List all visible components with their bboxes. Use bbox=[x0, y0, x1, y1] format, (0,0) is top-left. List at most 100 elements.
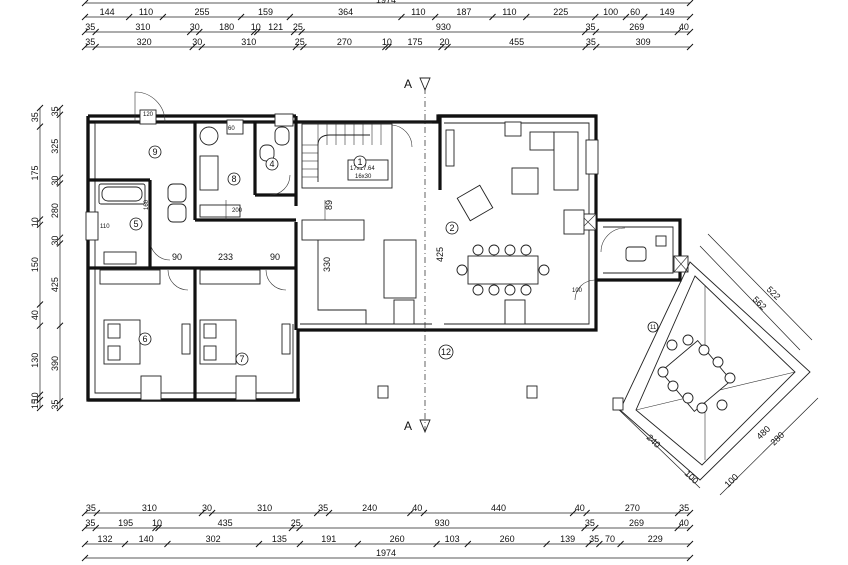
dim-label: 40 bbox=[412, 503, 422, 513]
dim-label: 175 bbox=[407, 37, 422, 47]
dim-label: 260 bbox=[500, 534, 515, 544]
dim-label: 35 bbox=[85, 37, 95, 47]
dim-425: 425 bbox=[435, 247, 445, 262]
dim-90a: 90 bbox=[172, 252, 182, 262]
dim-label: 364 bbox=[338, 7, 353, 17]
dim-label: 149 bbox=[660, 7, 675, 17]
dim-label: 35 bbox=[85, 518, 95, 528]
dim-label: 309 bbox=[636, 37, 651, 47]
staircase: 17x17.64 16x30 bbox=[301, 123, 413, 189]
dim-233: 233 bbox=[218, 252, 233, 262]
room-label-7: 7 bbox=[239, 354, 244, 364]
dim-label: 260 bbox=[390, 534, 405, 544]
dim-label: 180 bbox=[219, 22, 234, 32]
win-120: 120 bbox=[143, 112, 154, 118]
section-mark-top: A bbox=[404, 77, 412, 91]
dim-label: 35 bbox=[679, 503, 689, 513]
dim-label: 60 bbox=[630, 7, 640, 17]
dim-90b: 90 bbox=[270, 252, 280, 262]
dim-label: 121 bbox=[268, 22, 283, 32]
dim-label: 140 bbox=[139, 534, 154, 544]
dim-diag-522: 522 bbox=[765, 284, 783, 302]
dim-label: 187 bbox=[456, 7, 471, 17]
dim-top-total: 1974 bbox=[376, 0, 396, 5]
dim-label: 270 bbox=[337, 37, 352, 47]
section-mark-bottom: A bbox=[404, 419, 412, 433]
dim-label-left: 30 bbox=[50, 236, 60, 246]
dim-label: 35 bbox=[586, 37, 596, 47]
room-label-8: 8 bbox=[231, 174, 236, 184]
room-label-12: 12 bbox=[441, 347, 451, 357]
dim-label: 40 bbox=[679, 518, 689, 528]
dim-label: 110 bbox=[411, 7, 425, 17]
room-label-9: 9 bbox=[152, 147, 157, 157]
room-7 bbox=[199, 269, 291, 365]
east-annex bbox=[579, 213, 689, 282]
dim-label-left: 35 bbox=[30, 112, 40, 122]
dim-label: 35 bbox=[85, 22, 95, 32]
dim-160: 160 bbox=[144, 199, 150, 210]
dim-label: 930 bbox=[435, 518, 450, 528]
dim-label-left: 390 bbox=[50, 356, 60, 371]
dim-label: 270 bbox=[625, 503, 640, 513]
dim-label-left: 10 bbox=[30, 217, 40, 227]
dim-label: 35 bbox=[318, 503, 328, 513]
dim-diag-100a: 100 bbox=[683, 468, 701, 486]
room-8 bbox=[199, 200, 241, 220]
room-4 bbox=[259, 126, 291, 196]
dim-label: 35 bbox=[585, 518, 595, 528]
dim-label: 225 bbox=[553, 7, 568, 17]
dim-diag-240: 240 bbox=[645, 432, 663, 450]
dim-89: 89 bbox=[324, 200, 334, 210]
dim-label: 25 bbox=[295, 37, 305, 47]
dim-label: 440 bbox=[491, 503, 506, 513]
room-label-6: 6 bbox=[142, 334, 147, 344]
dim-label: 70 bbox=[605, 534, 615, 544]
terrace-12 bbox=[377, 385, 624, 411]
room-6: 233 90 90 bbox=[99, 252, 280, 365]
dim-label-left: 35 bbox=[50, 106, 60, 116]
dim-label: 455 bbox=[509, 37, 524, 47]
section-line-a: A A bbox=[404, 77, 431, 434]
dim-label-left: 15 bbox=[30, 399, 40, 409]
dim-label-left: 425 bbox=[50, 277, 60, 292]
dim-label-left: 130 bbox=[30, 353, 40, 368]
dim-label: 135 bbox=[272, 534, 287, 544]
room-2: 425 bbox=[435, 129, 596, 301]
dim-label-left: 30 bbox=[50, 176, 60, 186]
room-label-1: 1 bbox=[357, 157, 362, 167]
dim-diag-100b: 100 bbox=[722, 472, 740, 490]
win-200: 200 bbox=[232, 208, 243, 214]
dim-label: 100 bbox=[603, 7, 618, 17]
windows: 120 110 100 200 60 160 bbox=[85, 109, 599, 401]
dim-label: 35 bbox=[585, 22, 595, 32]
dim-label: 110 bbox=[139, 7, 153, 17]
room-label-4: 4 bbox=[269, 159, 274, 169]
dim-label: 144 bbox=[100, 7, 115, 17]
dim-diag-562: 562 bbox=[751, 294, 769, 312]
dim-label: 30 bbox=[192, 37, 202, 47]
dim-label: 269 bbox=[629, 518, 644, 528]
dim-label: 139 bbox=[560, 534, 575, 544]
dim-label: 240 bbox=[362, 503, 377, 513]
dim-label: 195 bbox=[118, 518, 133, 528]
dim-label: 30 bbox=[202, 503, 212, 513]
dim-label: 110 bbox=[502, 7, 516, 17]
dim-label-left: 150 bbox=[30, 257, 40, 272]
dim-label: 310 bbox=[257, 503, 272, 513]
dim-label: 10 bbox=[382, 37, 392, 47]
dim-label: 35 bbox=[589, 534, 599, 544]
dim-label: 103 bbox=[445, 534, 460, 544]
stair-note: 17x17.64 bbox=[350, 166, 375, 172]
dim-label: 25 bbox=[291, 518, 301, 528]
dim-label: 132 bbox=[97, 534, 112, 544]
room-label-5: 5 bbox=[133, 219, 138, 229]
dim-label: 35 bbox=[86, 503, 96, 513]
dim-label-left: 280 bbox=[50, 203, 60, 218]
dim-label: 930 bbox=[436, 22, 451, 32]
room-9 bbox=[134, 91, 219, 191]
dim-330: 330 bbox=[322, 257, 332, 272]
